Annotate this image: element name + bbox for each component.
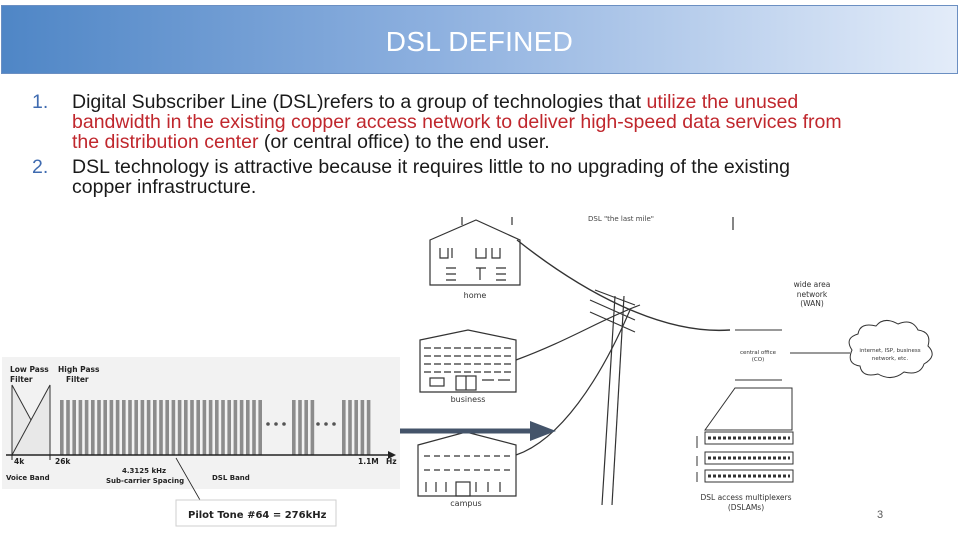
subcarrier-bar <box>304 400 308 455</box>
subcarrier-bar <box>103 400 107 455</box>
campus-label: campus <box>450 499 481 508</box>
subcarrier-bar <box>128 400 132 455</box>
subcarrier-bar <box>171 400 176 455</box>
subcarrier-bar <box>66 400 70 455</box>
subcarrier-bar <box>246 400 250 455</box>
central-office-label-1: central office <box>740 350 777 356</box>
bullet-1-highlight: utilize the unused bandwidth in the exis… <box>72 91 842 153</box>
bullet-1-text-before: Digital Subscriber Line (DSL)refers to a… <box>72 91 647 113</box>
subcarrier-bar <box>190 400 194 455</box>
bullet-list: 1. Digital Subscriber Line (DSL)refers to… <box>32 92 842 197</box>
subcarrier-spacing-1: 4.3125 kHz <box>122 467 166 475</box>
last-mile-caption: DSL "the last mile" <box>588 215 654 223</box>
subcarrier-bar <box>184 400 188 455</box>
dsl-diagram: home business campus DSL "the last mile" <box>2 215 933 527</box>
wan-label-1: wide area <box>794 280 831 289</box>
dsl-band-label: DSL Band <box>212 474 250 482</box>
internet-cloud <box>848 320 933 378</box>
title-bar: DSL DEFINED <box>1 5 958 74</box>
spectrum-diagram: Low Pass Filter High Pass Filter 4k 26k … <box>2 357 400 527</box>
wan-label-2: network <box>797 290 828 299</box>
campus-building <box>417 431 517 497</box>
bullet-number-2: 2. <box>32 156 49 178</box>
slide-title: DSL DEFINED <box>385 26 574 57</box>
subcarrier-bar <box>159 400 163 455</box>
subcarrier-bar <box>177 400 182 455</box>
subcarrier-bar <box>258 400 262 455</box>
subcarrier-bar <box>348 400 352 455</box>
low-pass-label-2: Filter <box>10 375 33 384</box>
subcarrier-bar <box>78 400 83 455</box>
tick-4k: 4k <box>14 457 25 466</box>
subcarrier-bar <box>115 400 120 455</box>
subcarrier-bar <box>134 400 138 455</box>
subcarrier-bar <box>60 400 64 455</box>
subcarrier-bar <box>360 400 365 455</box>
subcarrier-bar <box>109 400 114 455</box>
subcarrier-bars <box>60 400 371 455</box>
subcarrier-bar <box>227 400 231 455</box>
subcarrier-bar <box>97 400 101 455</box>
page-number: 3 <box>877 509 884 521</box>
home-building <box>429 219 521 286</box>
tick-1-1m: 1.1M <box>358 457 379 466</box>
subcarrier-bar <box>84 400 89 455</box>
network-diagram: home business campus DSL "the last mile" <box>417 215 933 512</box>
high-pass-label-2: Filter <box>66 375 89 384</box>
bullet-1-text-after: (or central office) to the end user. <box>258 131 550 153</box>
business-label: business <box>451 395 486 404</box>
subcarrier-bar <box>239 400 244 455</box>
voice-band-label: Voice Band <box>6 474 50 482</box>
subcarrier-bar <box>292 400 296 455</box>
subcarrier-bar <box>354 400 358 455</box>
pilot-tone-label: Pilot Tone #64 = 276kHz <box>188 510 327 521</box>
dslam-label-2: (DSLAMs) <box>728 503 764 512</box>
cloud-label-1: internet, ISP, business <box>859 348 920 354</box>
dslam-label-1: DSL access multiplexers <box>700 493 791 502</box>
central-office-label-2: (CO) <box>752 357 764 363</box>
cloud-label-2: network, etc. <box>872 356 908 362</box>
subcarrier-bar <box>122 400 126 455</box>
bullet-item-2: 2. DSL technology is attractive because i… <box>32 157 842 197</box>
low-pass-label-1: Low Pass <box>10 365 49 374</box>
subcarrier-bar <box>215 400 219 455</box>
subcarrier-bar <box>233 400 238 455</box>
subcarrier-bar <box>140 400 145 455</box>
subcarrier-spacing-2: Sub-carrier Spacing <box>106 477 184 485</box>
subcarrier-bar <box>146 400 151 455</box>
subcarrier-bar <box>252 400 256 455</box>
bullet-item-1: 1. Digital Subscriber Line (DSL)refers to… <box>32 92 842 152</box>
subcarrier-bar <box>165 400 169 455</box>
subcarrier-bar <box>196 400 200 455</box>
subcarrier-bar <box>298 400 302 455</box>
bullet-number-1: 1. <box>32 91 49 113</box>
subcarrier-bar <box>91 400 95 455</box>
wire-business <box>515 304 641 361</box>
wan-label-3: (WAN) <box>800 299 824 308</box>
tick-26k: 26k <box>55 457 71 466</box>
dslam-rack <box>696 387 794 483</box>
wire-home <box>516 239 731 332</box>
pilot-tone-box <box>175 499 337 527</box>
subcarrier-bar <box>208 400 213 455</box>
unit-hz: Hz <box>386 457 397 466</box>
wire-campus <box>515 309 631 456</box>
central-office <box>735 329 850 381</box>
high-pass-label-1: High Pass <box>58 365 100 374</box>
home-label: home <box>464 291 487 300</box>
business-building <box>419 329 517 393</box>
subcarrier-bar <box>202 400 207 455</box>
subcarrier-bar <box>221 400 225 455</box>
subcarrier-bar <box>153 400 157 455</box>
utility-pole <box>589 289 636 506</box>
subcarrier-bar <box>366 400 371 455</box>
subcarrier-bar <box>72 400 76 455</box>
subcarrier-bar <box>342 400 346 455</box>
subcarrier-bar <box>310 400 315 455</box>
bullet-2-text: DSL technology is attractive because it … <box>72 156 790 198</box>
